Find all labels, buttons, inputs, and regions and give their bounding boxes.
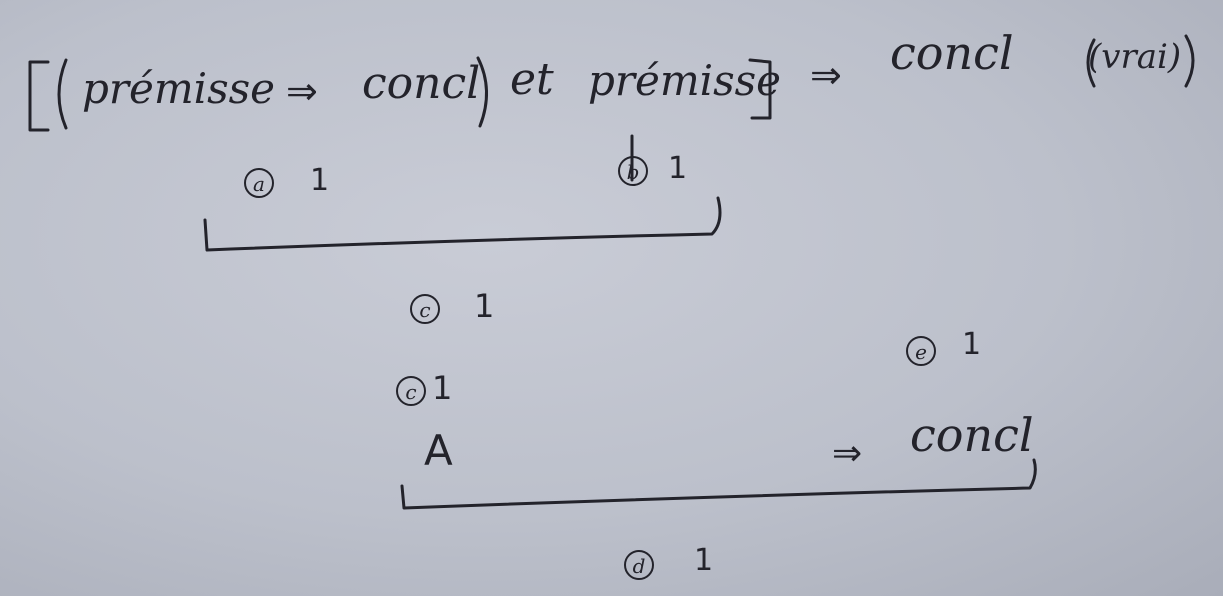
step-c1-value: 1 bbox=[474, 287, 495, 325]
step-c1-circle: c bbox=[410, 294, 440, 324]
right-paren bbox=[476, 56, 489, 128]
step-a-circle: a bbox=[244, 168, 274, 198]
implies-arrow-1: ⇒ bbox=[286, 69, 318, 113]
implies-arrow-2: ⇒ bbox=[810, 53, 842, 97]
implies-arrow-3: ⇒ bbox=[832, 433, 863, 474]
note-right-paren bbox=[1184, 34, 1195, 88]
step-e-value: 1 bbox=[962, 327, 982, 362]
antecedent-a: A bbox=[424, 426, 453, 475]
premise-1-text: prémisse bbox=[82, 64, 276, 113]
bottom-under-brace bbox=[400, 458, 1037, 510]
left-paren bbox=[57, 58, 68, 130]
step-b-circle: b bbox=[618, 156, 648, 186]
step-b-value: 1 bbox=[668, 151, 688, 186]
step-c2-value: 1 bbox=[432, 369, 453, 407]
right-square-bracket bbox=[748, 58, 772, 120]
step-e-circle: e bbox=[906, 336, 936, 366]
left-square-bracket bbox=[28, 60, 50, 132]
conclusion-3-text: concl bbox=[910, 408, 1034, 462]
conclusion-2-text: concl bbox=[890, 26, 1014, 80]
top-under-brace bbox=[203, 196, 722, 252]
step-d-value: 1 bbox=[694, 543, 714, 578]
step-a-value: 1 bbox=[310, 163, 330, 198]
conclusion-1-text: concl bbox=[362, 58, 481, 109]
conjunction-text: et bbox=[510, 54, 554, 105]
step-d-circle: d bbox=[624, 550, 654, 580]
note-text: (vrai) bbox=[1088, 37, 1182, 77]
step-c2-circle: c bbox=[396, 376, 426, 406]
note-left-paren bbox=[1086, 38, 1096, 88]
premise-2-text: prémisse bbox=[588, 56, 782, 105]
